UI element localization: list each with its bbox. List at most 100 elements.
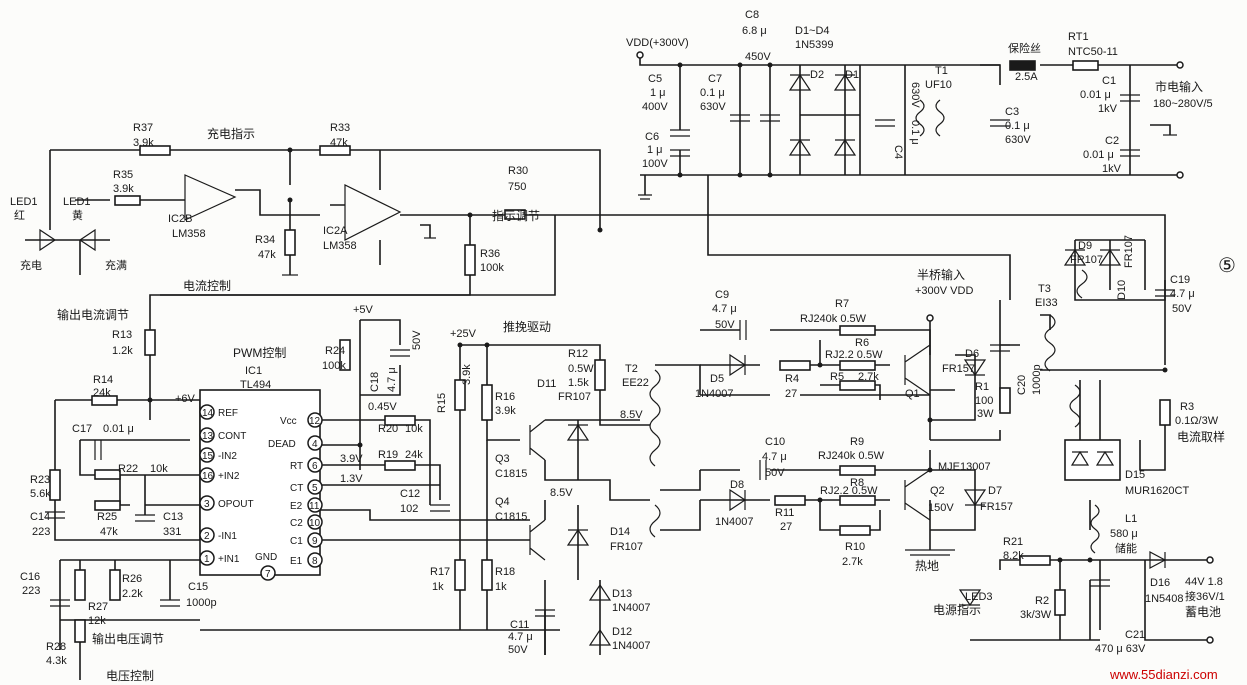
c18-value: 4.7 μ — [386, 367, 398, 392]
r36-value: 100k — [480, 262, 504, 274]
ic2a-symbol — [344, 184, 402, 241]
transformers — [649, 99, 1100, 554]
ic1-pin-8: 8 — [312, 556, 318, 567]
ac-terminal-b — [1176, 171, 1184, 179]
c19-symbol — [1155, 289, 1175, 297]
r37-symbol — [139, 145, 171, 156]
r27-symbol — [74, 569, 86, 601]
ic1-pin-16: 16 — [202, 471, 214, 482]
c9-symbol — [739, 320, 747, 340]
d16-type: 1N5408 — [1145, 593, 1184, 605]
c7-value: 0.1 μ — [700, 87, 725, 99]
led1-red-label: LED1 — [10, 196, 38, 208]
d12-type: 1N4007 — [612, 640, 651, 652]
d14-type: FR107 — [610, 541, 643, 553]
c18-symbol — [390, 349, 410, 357]
q2-type: MJE13007 — [938, 461, 991, 473]
t2-label: T2 — [625, 363, 638, 375]
ic1-pin-in2-neg: -IN2 — [218, 451, 237, 462]
r21-value: 8.2k — [1003, 550, 1024, 562]
r8-symbol — [839, 495, 876, 506]
ic1-pin-c1: C1 — [290, 536, 303, 547]
r27-value: 12k — [88, 615, 106, 627]
t2-primary — [649, 369, 661, 467]
d13-type: 1N4007 — [612, 602, 651, 614]
c19-value: 4.7 μ — [1170, 288, 1195, 300]
c13-symbol — [135, 514, 155, 522]
hot-ground — [905, 549, 955, 556]
c11-symbol — [535, 609, 555, 617]
led1-red-symbol — [39, 228, 57, 252]
c19-voltage: 50V — [1172, 303, 1192, 315]
r13-label: R13 — [112, 329, 132, 341]
l1-value: 580 μ — [1110, 528, 1138, 540]
r11-value: 27 — [780, 521, 792, 533]
c17-symbol — [94, 440, 102, 460]
full-label: 充满 — [105, 258, 127, 272]
push-pull-drive-label: 推挽驱动 — [503, 320, 551, 334]
c2-voltage: 1kV — [1102, 163, 1122, 175]
d16-label: D16 — [1150, 577, 1170, 589]
d1-symbol — [833, 73, 857, 91]
r18-value: 1k — [495, 581, 507, 593]
r6-label: R6 — [855, 337, 869, 349]
r24-value: 100k — [322, 360, 346, 372]
q2-label: Q2 — [930, 485, 945, 497]
c20-label: C20 — [1016, 375, 1028, 395]
r5-value: 2.7k — [858, 371, 879, 383]
c8-symbol — [760, 114, 780, 122]
c1-value: 0.01 μ — [1080, 89, 1111, 101]
output-battery-label: 蓄电池 — [1185, 605, 1221, 619]
c10-label: C10 — [765, 436, 785, 448]
t3-secondary — [1069, 384, 1081, 428]
c4-label: C4 — [892, 145, 904, 159]
r17-symbol — [454, 559, 466, 591]
plus6v-label: +6V — [175, 393, 196, 405]
ac-range: 180~280V/5 — [1153, 98, 1213, 110]
ic1-pin-14: 14 — [202, 408, 214, 419]
d15-label: D15 — [1125, 469, 1145, 481]
r1-symbol — [999, 387, 1011, 414]
r13-symbol — [144, 329, 156, 356]
diodes — [39, 73, 1167, 646]
t2-secondary — [649, 504, 661, 538]
c16-value: 223 — [22, 585, 40, 597]
ic1-pin-in1-neg: -IN1 — [218, 531, 237, 542]
ic2b-label: IC2B — [168, 213, 192, 225]
led1-yellow-color: 黄 — [72, 208, 83, 222]
r15-value: 3.9k — [461, 364, 473, 385]
ic1-pin-rt: RT — [290, 461, 303, 472]
r25-label: R25 — [97, 511, 117, 523]
r23-symbol — [49, 469, 61, 501]
led1-yellow-symbol — [78, 228, 96, 252]
c2-symbol — [1120, 149, 1140, 157]
ic1-pin-1: 1 — [204, 554, 210, 565]
c20-symbol — [990, 344, 1010, 352]
c1-voltage: 1kV — [1098, 103, 1118, 115]
c9-label: C9 — [715, 289, 729, 301]
output-voltage-adjust-label: 输出电压调节 — [92, 631, 164, 646]
r3-symbol — [1159, 399, 1171, 426]
fuse-symbol — [1009, 60, 1036, 71]
r20-symbol — [384, 415, 416, 426]
resistors — [49, 60, 1171, 643]
q1-symbol — [904, 344, 931, 396]
c3-label: C3 — [1005, 106, 1019, 118]
q1-label: Q1 — [905, 388, 920, 400]
c8-voltage: 450V — [745, 51, 771, 63]
out-terminal-neg — [1206, 636, 1214, 644]
r25-value: 47k — [100, 526, 118, 538]
c17-label: C17 — [72, 423, 92, 435]
r10-value: 2.7k — [842, 556, 863, 568]
c18-voltage: 50V — [411, 330, 423, 350]
r4-label: R4 — [785, 373, 799, 385]
c8-value: 6.8 μ — [742, 25, 767, 37]
c15-label: C15 — [188, 581, 208, 593]
r12-resistance: 1.5k — [568, 377, 589, 389]
ic2b-symbol — [184, 174, 237, 221]
r3-label: R3 — [1180, 401, 1194, 413]
power-indicator-label: 电源指示 — [933, 602, 981, 617]
d9-label: D9 — [1078, 240, 1092, 252]
r14-symbol — [91, 395, 118, 406]
r10-label: R10 — [845, 541, 865, 553]
